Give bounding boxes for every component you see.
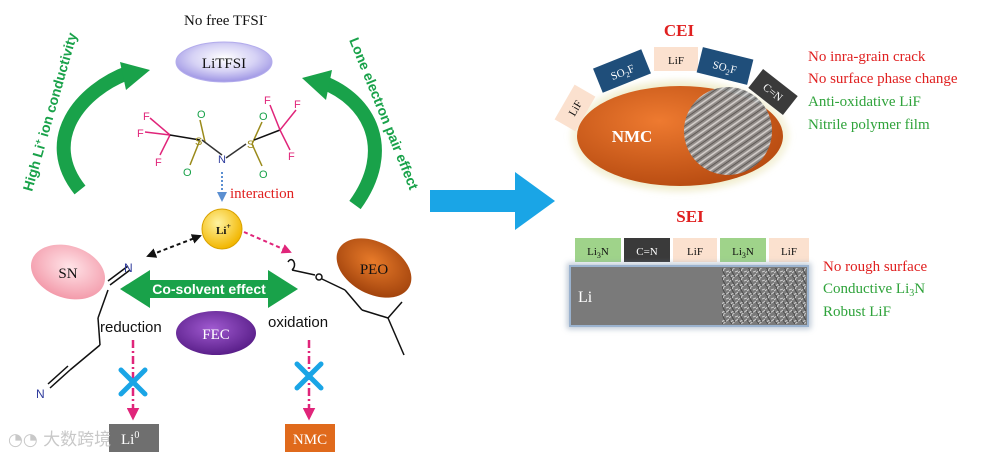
watermark-logo: ◔◔ 大数跨境	[8, 425, 111, 450]
svg-text:Li3N: Li3N	[732, 246, 754, 260]
watermark-icon: ◔◔	[8, 430, 38, 450]
left-curved-arrow	[56, 65, 133, 195]
co-solvent-effect-label: Co-solvent effect	[152, 281, 266, 297]
li-ion-label: Li+	[216, 222, 231, 237]
atom-f: F	[294, 99, 301, 111]
li-to-nitrile-arrow	[146, 234, 202, 258]
li-ion-sphere	[201, 208, 243, 250]
cei-tem-lattice-image	[684, 87, 772, 175]
atom-f: F	[137, 128, 144, 140]
atom-s: S	[195, 136, 202, 148]
atom-s: S	[247, 139, 254, 151]
left-curved-arrow-head	[120, 62, 150, 90]
reduction-blocked-cross-icon	[118, 367, 148, 397]
li-sem-image	[722, 268, 806, 324]
cei-segment-so2f-right: SO2F	[696, 47, 754, 85]
tfsi-molecule	[144, 104, 297, 167]
svg-text:LiF: LiF	[687, 246, 703, 258]
li-substrate-label: Li	[578, 289, 593, 306]
nitrile-n-top: N	[124, 261, 133, 275]
svg-text:SO2F: SO2F	[609, 63, 637, 85]
transition-arrow	[430, 172, 555, 230]
atom-o: O	[259, 169, 268, 181]
cei-segment-lif-left: LiF	[554, 84, 596, 132]
tfsi-atom-labels: F F F S O O N S O O F F F	[137, 95, 301, 181]
atom-o: O	[197, 109, 206, 121]
cei-segment-so2f-left: SO2F	[593, 49, 651, 93]
cei-note: Nitrile polymer film	[808, 117, 930, 133]
cei-segment-cn: C=N	[748, 68, 798, 116]
li-to-peo-arrow	[243, 231, 292, 254]
co-solvent-arrow	[120, 270, 298, 308]
svg-text:Li3N: Li3N	[587, 246, 609, 260]
sei-layer-li3n: Li3N	[720, 238, 766, 262]
sei-note: Robust LiF	[823, 304, 891, 320]
cei-segment-lif-top: LiF	[654, 47, 698, 71]
succinonitrile-molecule	[47, 265, 131, 389]
atom-f: F	[155, 157, 162, 169]
nmc-box	[285, 424, 335, 452]
cei-title: CEI	[664, 21, 695, 40]
litfsi-oval	[175, 41, 273, 83]
interaction-label: interaction	[230, 186, 295, 202]
sei-note: No rough surface	[823, 259, 927, 275]
sn-label: SN	[58, 266, 77, 282]
peo-oval	[336, 238, 412, 298]
sei-layer-lif: LiF	[769, 238, 809, 262]
sei-layer-strip: Li3N C=N LiF Li3N LiF	[575, 238, 809, 262]
litfsi-label: LiTFSI	[202, 56, 246, 72]
cei-core-label: NMC	[612, 127, 653, 146]
nmc-box-label: NMC	[293, 432, 327, 448]
watermark-text: 大数跨境	[43, 430, 112, 450]
li-metal-label: Li0	[121, 430, 139, 448]
li-metal-box	[109, 424, 159, 452]
atom-o: O	[259, 111, 268, 123]
atom-f: F	[264, 95, 271, 107]
sei-notes: No rough surface Conductive Li3N Robust …	[823, 259, 927, 320]
right-curved-arrow	[319, 75, 382, 210]
oxidation-label: oxidation	[268, 314, 328, 331]
atom-f: F	[143, 111, 150, 123]
peo-molecule	[287, 258, 405, 356]
reduction-label: reduction	[100, 319, 162, 336]
cei-note: No inra-grain crack	[808, 49, 926, 65]
atom-o: O	[183, 167, 192, 179]
sn-oval	[30, 244, 106, 300]
right-curved-arrow-head	[302, 70, 332, 100]
fec-oval	[176, 311, 256, 355]
svg-text:C=N: C=N	[636, 246, 658, 258]
svg-text:LiF: LiF	[781, 246, 797, 258]
sei-layer-li3n: Li3N	[575, 238, 621, 262]
sei-note: Conductive Li3N	[823, 281, 925, 299]
sei-layer-cn: C=N	[624, 238, 670, 262]
fec-label: FEC	[202, 327, 230, 343]
no-free-tfsi-label: No free TFSI-	[184, 11, 267, 29]
peo-label: PEO	[360, 262, 389, 278]
atom-n: N	[218, 154, 226, 166]
atom-f: F	[288, 151, 295, 163]
cei-notes: No inra-grain crack No surface phase cha…	[808, 49, 958, 133]
sei-layer-lif: LiF	[673, 238, 717, 262]
svg-text:LiF: LiF	[668, 55, 684, 67]
cei-note: No surface phase change	[808, 71, 958, 87]
nitrile-n-bottom: N	[36, 387, 45, 401]
sei-title: SEI	[676, 207, 704, 226]
svg-text:SO2F: SO2F	[711, 59, 738, 78]
cei-note: Anti-oxidative LiF	[808, 94, 921, 110]
oxidation-blocked-cross-icon	[294, 361, 324, 391]
